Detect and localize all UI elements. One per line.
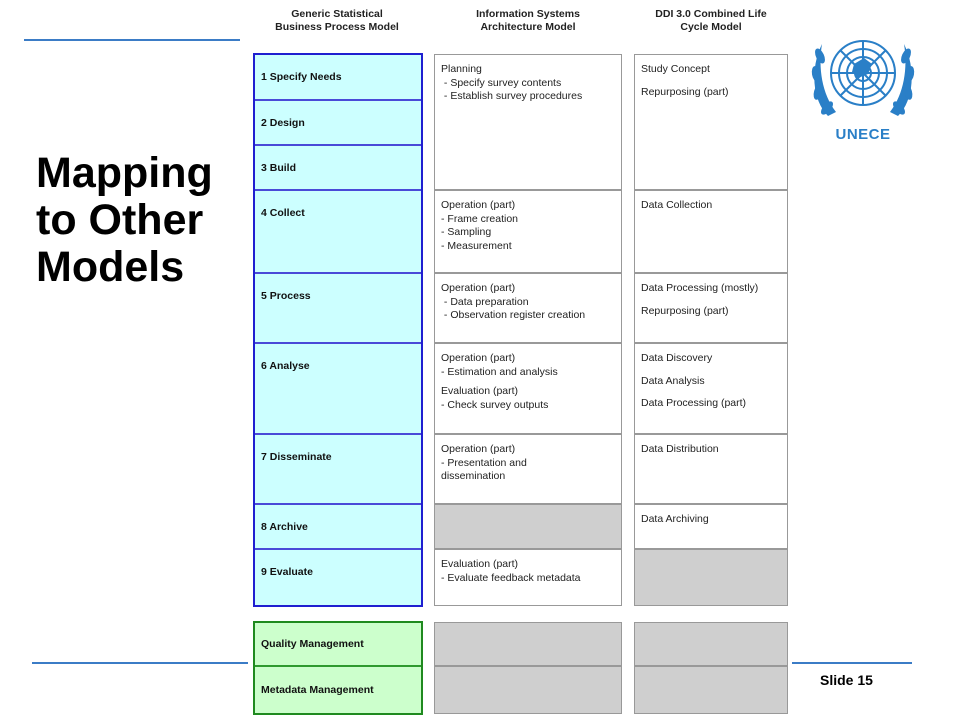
gsbpm-phase-design: 2 Design	[254, 100, 422, 145]
cell-line: - Check survey outputs	[441, 398, 549, 411]
cell-line: Evaluation (part)	[441, 558, 519, 570]
phase-label: 8 Archive	[261, 521, 308, 533]
isam-cell-evaluate: Evaluation (part) - Evaluate feedback me…	[434, 549, 622, 606]
gsbpm-phase-build: 3 Build	[254, 145, 422, 190]
ddi-cell-quality-empty	[634, 622, 788, 666]
overarching-label: Metadata Management	[261, 684, 374, 696]
cell-line: Data Processing (part)	[641, 397, 747, 409]
cell-line: Operation (part)	[441, 282, 516, 294]
column-header-gsbpm: Generic Statistical Business Process Mod…	[275, 8, 399, 33]
un-emblem-icon	[811, 40, 915, 116]
gsbpm-phase-evaluate: 9 Evaluate	[254, 549, 422, 606]
bottom-rule-right	[792, 662, 912, 664]
gsbpm-phase-specify-needs: 1 Specify Needs	[254, 54, 422, 100]
isam-cell-planning: Planning - Specify survey contents - Est…	[434, 54, 622, 190]
cell-line: - Frame creation	[441, 212, 519, 225]
cell-line: Operation (part)	[441, 352, 516, 364]
gsbpm-phase-archive: 8 Archive	[254, 504, 422, 549]
ddi-cell-collect: Data Collection	[634, 190, 788, 273]
phase-label: 6 Analyse	[261, 360, 310, 372]
cell-line: - Estimation and analysis	[441, 365, 558, 378]
gsbpm-column-border	[253, 53, 423, 607]
phase-label: 7 Disseminate	[261, 451, 332, 463]
phase-label: 2 Design	[261, 117, 305, 129]
isam-cell-metadata-empty	[434, 666, 622, 714]
phase-label: 3 Build	[261, 162, 297, 174]
title-line-1: Mapping	[36, 149, 213, 197]
cell-line: - Sampling	[441, 226, 492, 238]
slide-number: Slide 15	[820, 672, 873, 688]
cell-line: Study Concept	[641, 63, 710, 75]
cell-line: Operation (part)	[441, 199, 516, 211]
title-line-2: to Other	[36, 196, 204, 244]
cell-line: Evaluation (part)	[441, 385, 519, 397]
phase-label: 1 Specify Needs	[261, 71, 342, 83]
ddi-cell-metadata-empty	[634, 666, 788, 714]
isam-cell-collect: Operation (part) - Frame creation - Samp…	[434, 190, 622, 273]
cell-line: dissemination	[441, 470, 506, 482]
cell-line: Data Analysis	[641, 374, 705, 387]
cell-line: Operation (part)	[441, 443, 516, 455]
isam-cell-analyse: Operation (part) - Estimation and analys…	[434, 343, 622, 434]
isam-cell-process: Operation (part) - Data preparation - Ob…	[434, 273, 622, 343]
ddi-cell-evaluate-empty	[634, 549, 788, 606]
phase-label: 5 Process	[261, 290, 311, 302]
isam-cell-quality-empty	[434, 622, 622, 666]
overarching-label: Quality Management	[261, 638, 364, 650]
cell-line: - Evaluate feedback metadata	[441, 571, 581, 584]
metadata-management-cell: Metadata Management	[254, 666, 422, 714]
gsbpm-phase-disseminate: 7 Disseminate	[254, 434, 422, 504]
cell-line: Repurposing (part)	[641, 304, 729, 317]
column-header-isam: Information Systems Architecture Model	[476, 8, 580, 33]
unece-logo-text: UNECE	[835, 126, 891, 143]
ddi-cell-disseminate: Data Distribution	[634, 434, 788, 504]
cell-line: Planning	[441, 63, 482, 75]
isam-cell-archive-empty	[434, 504, 622, 549]
slide-title: Mapping to Other Models	[36, 150, 246, 291]
cell-line: - Establish survey procedures	[441, 90, 583, 102]
cell-line: - Observation register creation	[441, 309, 586, 321]
title-line-3: Models	[36, 243, 185, 291]
ddi-cell-process: Data Processing (mostly) Repurposing (pa…	[634, 273, 788, 343]
ddi-cell-archive: Data Archiving	[634, 504, 788, 549]
quality-management-cell: Quality Management	[254, 622, 422, 666]
top-rule	[24, 39, 240, 41]
cell-line: Repurposing (part)	[641, 85, 729, 98]
cell-line: - Specify survey contents	[441, 76, 562, 89]
cell-gap	[641, 296, 781, 305]
cell-line: Data Processing (mostly)	[641, 282, 759, 294]
gsbpm-phase-collect: 4 Collect	[254, 190, 422, 273]
gsbpm-phase-process: 5 Process	[254, 273, 422, 343]
phase-label: 4 Collect	[261, 207, 305, 219]
cell-line: Data Archiving	[641, 513, 709, 525]
cell-line: Data Discovery	[641, 352, 713, 364]
gsbpm-phase-analyse: 6 Analyse	[254, 343, 422, 434]
overarching-column-border	[253, 621, 423, 715]
cell-gap	[641, 388, 781, 397]
cell-line: - Data preparation	[441, 295, 529, 308]
ddi-cell-analyse: Data Discovery Data Analysis Data Proces…	[634, 343, 788, 434]
phase-label: 9 Evaluate	[261, 566, 313, 578]
isam-cell-disseminate: Operation (part) - Presentation and diss…	[434, 434, 622, 504]
cell-line: Data Distribution	[641, 443, 719, 455]
cell-gap	[641, 77, 781, 86]
column-header-ddi: DDI 3.0 Combined Life Cycle Model	[655, 8, 767, 33]
cell-line: - Measurement	[441, 239, 512, 252]
cell-gap	[641, 366, 781, 375]
ddi-cell-specify: Study Concept Repurposing (part)	[634, 54, 788, 190]
cell-line: - Presentation and	[441, 456, 527, 469]
bottom-rule-left	[32, 662, 248, 664]
cell-line: Data Collection	[641, 199, 713, 211]
